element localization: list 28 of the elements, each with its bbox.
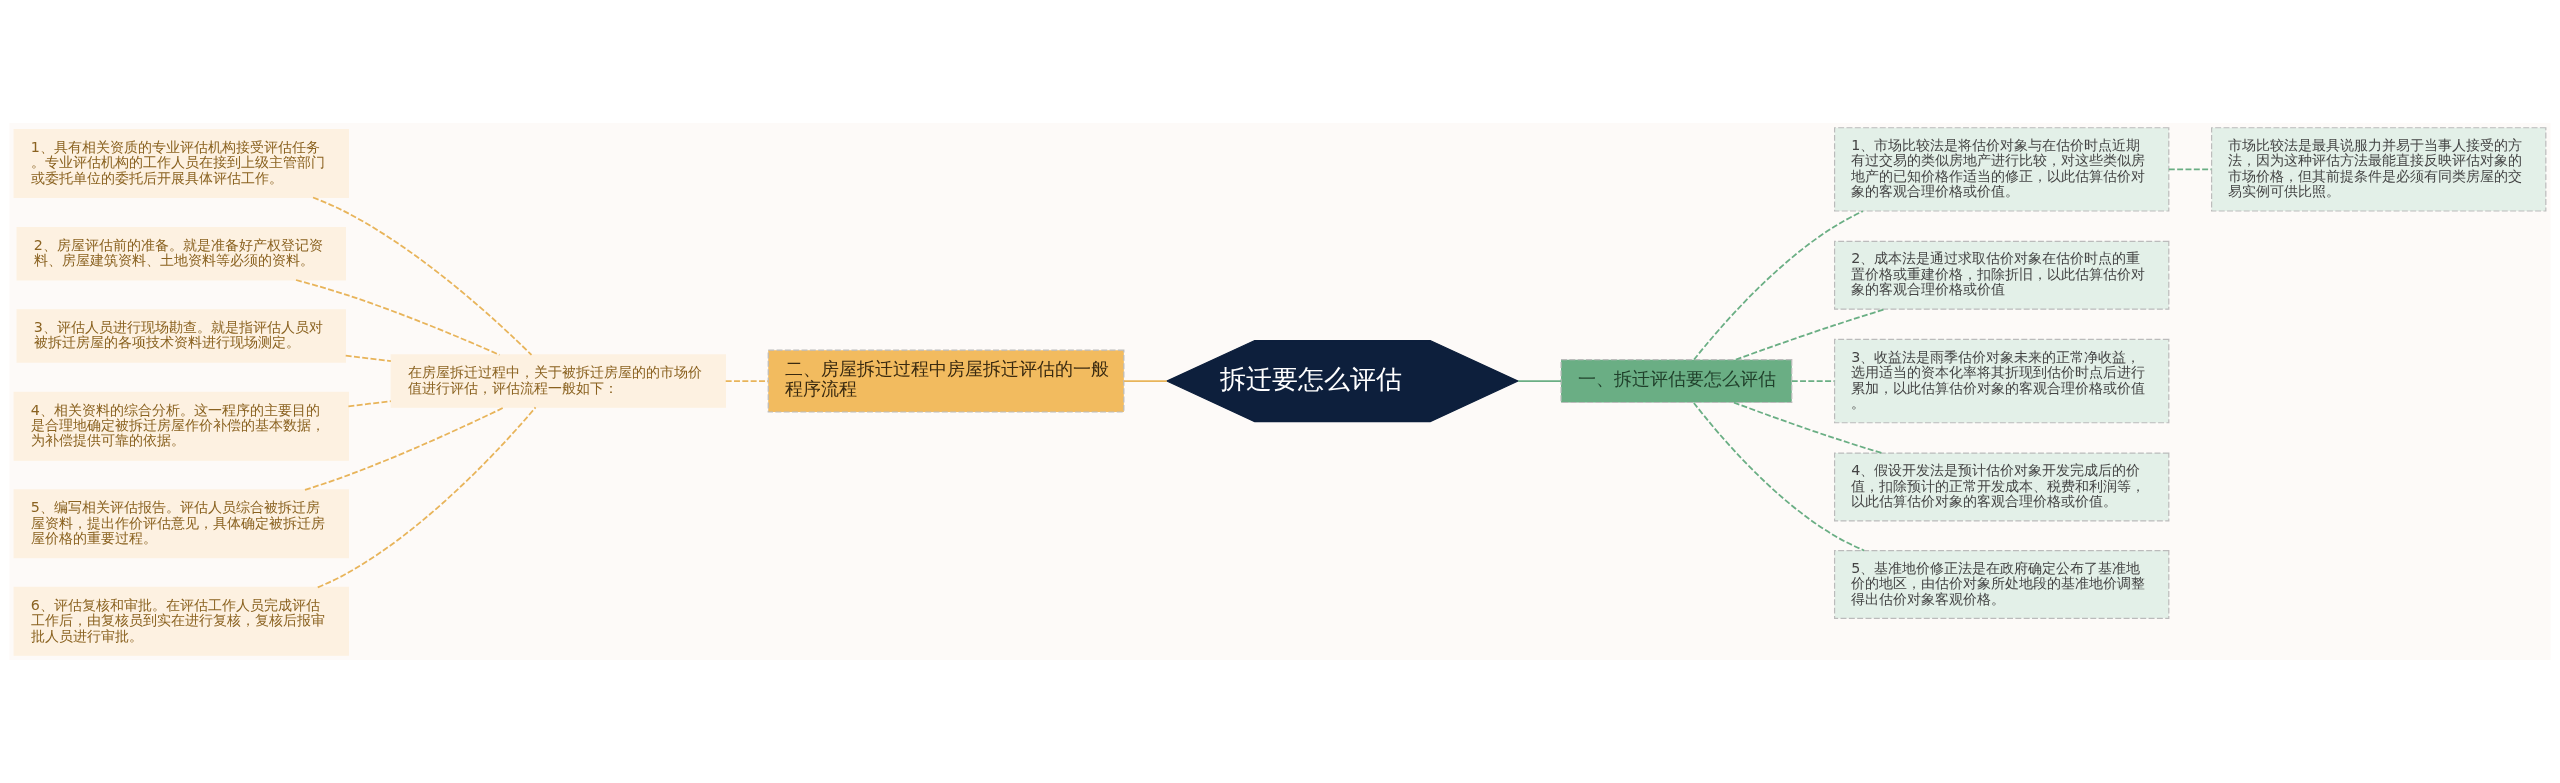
connector: [316, 406, 537, 589]
connector: [304, 406, 506, 491]
node-box: 3、收益法是雨季估价对象未来的正常净收益，选用适当的资本化率将其折现到估价时点后进行累加，以此估算估价对象的客观合理价格或价值。: [1834, 338, 2170, 424]
node-box: 二、房屋拆迁过程中房屋拆迁评估的一般程序流程: [767, 349, 1125, 413]
connector: [1123, 380, 1168, 382]
node-box: 4、相关资料的综合分析。这一程序的主要目的是合理地确定被拆迁房屋作价补偿的基本数据，为补偿提供可靠的依据。: [13, 391, 349, 461]
node-box: 1、具有相关资质的专业评估机构接受评估任务。专业评估机构的工作人员在接到上级主管部门或委托单位的委托后开展具体评估工作。: [13, 128, 349, 198]
connector: [1693, 210, 1864, 361]
connector: [724, 380, 770, 382]
connector: [1735, 308, 1887, 361]
node-box: 在房屋拆迁过程中，关于被拆迁房屋的的市场价值进行评估，评估流程一般如下：: [390, 354, 726, 408]
node-box: 2、成本法是通过求取估价对象在估价时点的重置价格或重建价格，扣除折旧，以此估算估价对象的客观合理价格或价值: [1834, 240, 2170, 310]
node-box: 一、拆迁评估要怎么评估: [1560, 359, 1793, 404]
connector: [344, 354, 392, 362]
connector: [1517, 380, 1562, 382]
connector: [295, 279, 501, 356]
node-box: 市场比较法是最具说服力并易于当事人接受的方法，因为这种评估方法最能直接反映评估对象的市场价格，但其前提条件是必须有同类房屋的交易实例可供比照。: [2211, 127, 2547, 212]
connector: [347, 400, 392, 408]
connector: [1693, 402, 1866, 552]
node-box: 6、评估复核和审批。在评估工作人员完成评估工作后，由复核员到实在进行复核，复核后报审批人员进行审批。: [13, 586, 349, 656]
node-box: 1、市场比较法是将估价对象与在估价时点近期有过交易的类似房地产进行比较，对这些类似房地产的已知价格作适当的修正，以此估算估价对象的客观合理价格或价值。: [1834, 127, 2170, 212]
connector: [312, 196, 533, 356]
node-box: 3、评估人员进行现场勘查。就是指评估人员对被拆迁房屋的各项技术资料进行现场测定。: [16, 309, 346, 363]
node-box: 5、基准地价修正法是在政府确定公布了基准地价的地区，由估价对象所处地段的基准地价调整得出估价对象客观价格。: [1834, 550, 2170, 619]
node-box: 4、假设开发法是预计估价对象开发完成后的价值，扣除预计的正常开发成本、税费和利润等，以此估算估价对象的客观合理价格或价值。: [1834, 452, 2170, 522]
node-box: 5、编写相关评估报告。评估人员综合被拆迁房屋资料，提出作价评估意见，具体确定被拆迁房屋价格的重要过程。: [13, 489, 349, 559]
connector: [2167, 168, 2213, 171]
node-box: 2、房屋评估前的准备。就是准备好产权登记资料、房屋建筑资料、土地资料等必须的资料。: [16, 227, 346, 281]
